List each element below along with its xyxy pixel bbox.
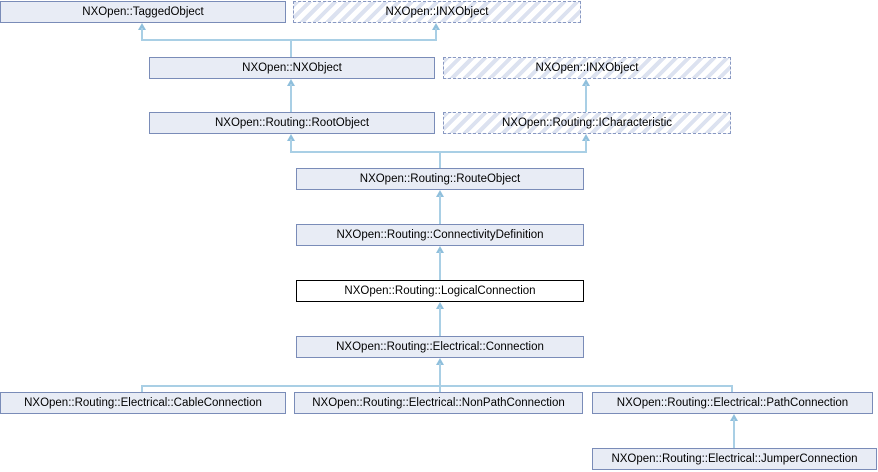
arrow-up-head: [436, 190, 444, 197]
interface-node-icharacteristic[interactable]: NXOpen::Routing::ICharacteristic: [443, 112, 731, 134]
class-node-cableconnection[interactable]: NXOpen::Routing::Electrical::CableConnec…: [0, 392, 286, 414]
arrow-up-head: [287, 79, 295, 86]
edge-line: [585, 139, 587, 153]
edge-line: [141, 28, 143, 41]
edge-line: [439, 307, 441, 336]
interface-node-inxobject[interactable]: NXOpen::INXObject: [293, 1, 581, 23]
class-node-electrical-connection[interactable]: NXOpen::Routing::Electrical::Connection: [296, 336, 584, 358]
edge-line: [439, 151, 441, 168]
arrow-up-head: [432, 23, 440, 30]
class-node-taggedobject[interactable]: NXOpen::TaggedObject: [0, 1, 286, 23]
arrow-up-head: [436, 358, 444, 365]
class-node-routeobject[interactable]: NXOpen::Routing::RouteObject: [296, 168, 584, 190]
arrow-up-head: [582, 134, 590, 141]
edge-line: [290, 39, 292, 57]
class-node-connectivitydefinition[interactable]: NXOpen::Routing::ConnectivityDefinition: [296, 224, 584, 246]
class-node-nonpathconnection[interactable]: NXOpen::Routing::Electrical::NonPathConn…: [294, 392, 583, 414]
edge-line: [290, 84, 292, 112]
arrow-up-head: [138, 23, 146, 30]
edge-line: [141, 385, 733, 387]
arrow-up-head: [436, 246, 444, 253]
interface-node-inxobject-2[interactable]: NXOpen::INXObject: [443, 57, 731, 79]
edge-line: [731, 385, 733, 392]
edge-line: [141, 39, 437, 41]
edge-line: [733, 419, 735, 448]
current-class-node-logicalconnection: NXOpen::Routing::LogicalConnection: [296, 280, 584, 302]
arrow-up-head: [730, 414, 738, 421]
class-node-rootobject[interactable]: NXOpen::Routing::RootObject: [149, 112, 435, 134]
class-node-pathconnection[interactable]: NXOpen::Routing::Electrical::PathConnect…: [592, 392, 873, 414]
arrow-up-head: [436, 302, 444, 309]
edge-line: [439, 251, 441, 280]
edge-line: [439, 195, 441, 224]
class-node-nxobject[interactable]: NXOpen::NXObject: [149, 57, 435, 79]
class-node-jumperconnection[interactable]: NXOpen::Routing::Electrical::JumperConne…: [592, 448, 877, 470]
edge-line: [141, 385, 143, 392]
arrow-up-head: [582, 79, 590, 86]
arrow-up-head: [287, 134, 295, 141]
edge-line: [290, 151, 587, 153]
edge-line: [435, 28, 437, 41]
edge-line: [439, 363, 441, 392]
edge-line: [585, 84, 587, 112]
edge-line: [290, 139, 292, 153]
